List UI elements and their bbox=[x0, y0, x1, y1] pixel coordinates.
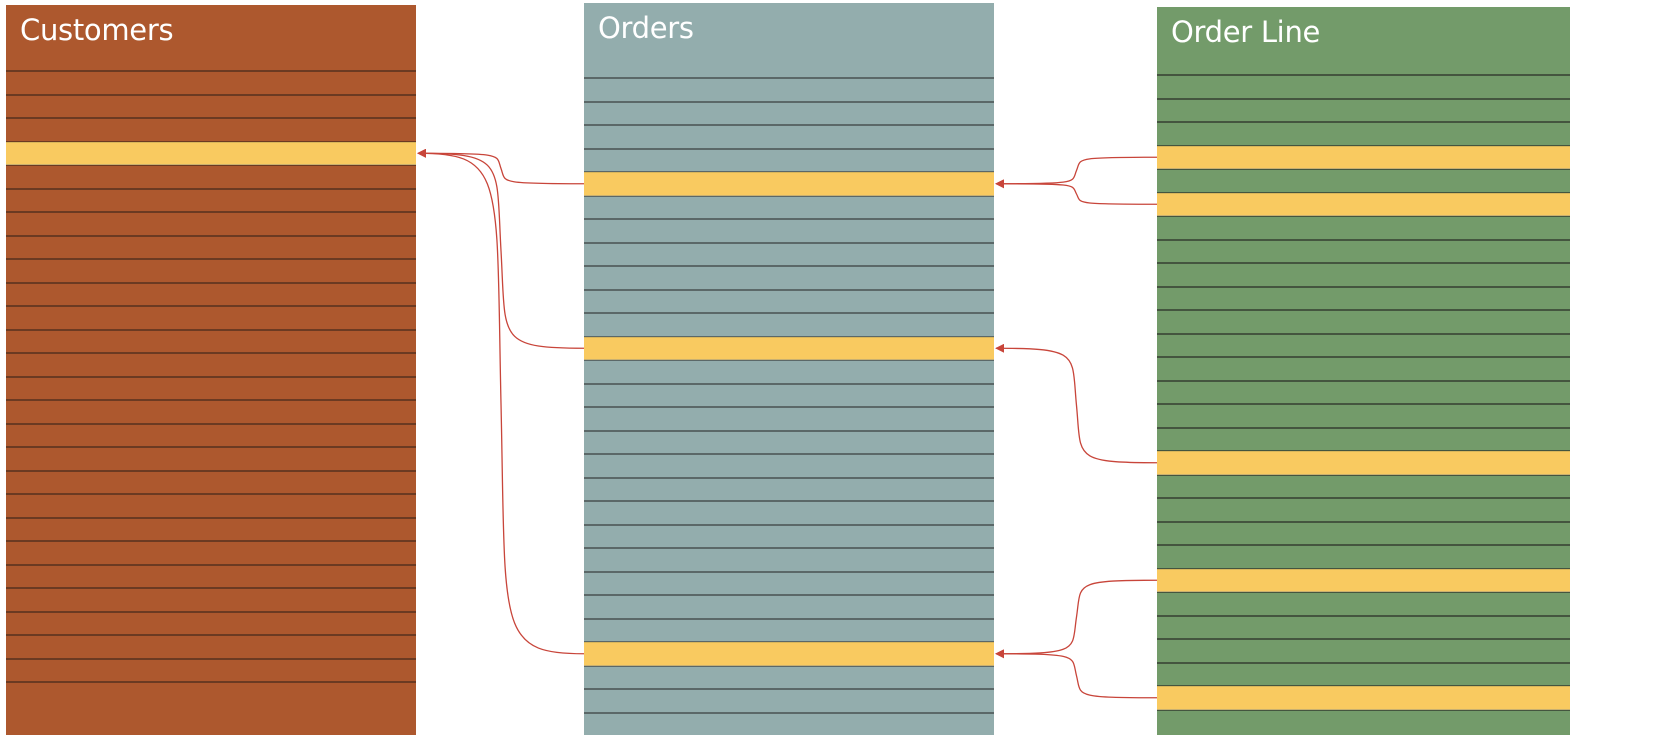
relationship-link-orderline-to-orders bbox=[995, 179, 1158, 205]
row-divider bbox=[1157, 473, 1570, 476]
highlighted-row[interactable] bbox=[6, 141, 416, 165]
row-divider bbox=[1157, 121, 1570, 123]
row-divider bbox=[1157, 614, 1570, 617]
row-divider bbox=[584, 194, 994, 197]
row-divider bbox=[6, 681, 416, 683]
row-divider bbox=[6, 117, 416, 119]
row-divider bbox=[6, 446, 416, 448]
row-divider bbox=[1157, 238, 1570, 241]
row-divider bbox=[1157, 97, 1570, 100]
row-divider bbox=[6, 258, 416, 260]
row-divider bbox=[1157, 544, 1570, 546]
row-divider bbox=[1157, 379, 1570, 382]
row-divider bbox=[584, 312, 994, 314]
highlighted-row[interactable] bbox=[1157, 686, 1570, 710]
row-divider bbox=[1157, 262, 1570, 264]
row-divider bbox=[584, 664, 994, 667]
row-divider bbox=[6, 305, 416, 307]
row-divider bbox=[1157, 168, 1570, 170]
row-divider bbox=[1157, 520, 1570, 523]
row-divider bbox=[584, 617, 994, 620]
row-divider bbox=[6, 516, 416, 519]
row-divider bbox=[6, 587, 416, 589]
row-divider bbox=[6, 352, 416, 354]
row-divider bbox=[1157, 403, 1570, 405]
highlighted-row[interactable] bbox=[584, 642, 994, 666]
relationship-link-orderline-to-orders bbox=[995, 343, 1158, 464]
relationship-link-orderline-to-orders bbox=[995, 156, 1158, 189]
row-divider bbox=[6, 234, 416, 237]
highlighted-row[interactable] bbox=[1157, 568, 1570, 592]
row-divider bbox=[6, 164, 416, 166]
order-line-table: Order Line bbox=[1157, 7, 1570, 735]
row-divider bbox=[584, 100, 994, 103]
relationship-link-orderline-to-orders bbox=[995, 649, 1158, 699]
row-divider bbox=[6, 540, 416, 542]
highlighted-row[interactable] bbox=[1157, 145, 1570, 169]
row-divider bbox=[584, 124, 994, 126]
row-divider bbox=[6, 634, 416, 636]
row-divider bbox=[1157, 661, 1570, 664]
row-divider bbox=[1157, 708, 1570, 711]
row-divider bbox=[584, 429, 994, 432]
row-divider bbox=[6, 657, 416, 660]
relationship-link-orderline-to-orders bbox=[995, 579, 1158, 659]
orders-table-title: Orders bbox=[598, 11, 694, 45]
row-divider bbox=[1157, 332, 1570, 335]
highlighted-row[interactable] bbox=[584, 336, 994, 360]
row-divider bbox=[6, 399, 416, 401]
row-divider bbox=[584, 476, 994, 479]
row-divider bbox=[584, 594, 994, 596]
row-divider bbox=[6, 375, 416, 378]
row-divider bbox=[6, 469, 416, 472]
row-divider bbox=[6, 70, 416, 72]
relationship-link-orders-to-customers bbox=[417, 148, 585, 349]
row-divider bbox=[584, 359, 994, 361]
row-divider bbox=[584, 288, 994, 291]
row-divider bbox=[584, 570, 994, 573]
row-divider bbox=[1157, 356, 1570, 358]
row-divider bbox=[584, 218, 994, 220]
row-divider bbox=[1157, 309, 1570, 311]
customers-table-title: Customers bbox=[20, 13, 174, 47]
orders-table: Orders bbox=[584, 3, 994, 735]
row-divider bbox=[584, 453, 994, 455]
highlighted-row[interactable] bbox=[1157, 451, 1570, 475]
row-divider bbox=[584, 523, 994, 526]
row-divider bbox=[584, 147, 994, 150]
row-divider bbox=[6, 328, 416, 331]
highlighted-row[interactable] bbox=[584, 172, 994, 196]
row-divider bbox=[1157, 426, 1570, 429]
row-divider bbox=[1157, 74, 1570, 76]
highlighted-row[interactable] bbox=[1157, 192, 1570, 216]
relationship-link-orders-to-customers bbox=[417, 148, 585, 185]
row-divider bbox=[584, 500, 994, 502]
row-divider bbox=[1157, 215, 1570, 217]
row-divider bbox=[584, 382, 994, 385]
row-divider bbox=[584, 77, 994, 79]
customers-table: Customers bbox=[6, 5, 416, 735]
row-divider bbox=[584, 265, 994, 267]
row-divider bbox=[584, 241, 994, 244]
row-divider bbox=[6, 187, 416, 190]
row-divider bbox=[6, 563, 416, 566]
row-divider bbox=[6, 493, 416, 495]
row-divider bbox=[584, 711, 994, 714]
row-divider bbox=[1157, 497, 1570, 499]
order-line-table-title: Order Line bbox=[1171, 15, 1321, 49]
relationship-link-orders-to-customers bbox=[417, 148, 585, 655]
row-divider bbox=[1157, 638, 1570, 640]
row-divider bbox=[584, 688, 994, 690]
row-divider bbox=[1157, 285, 1570, 288]
row-divider bbox=[6, 93, 416, 96]
row-divider bbox=[1157, 591, 1570, 593]
row-divider bbox=[6, 281, 416, 284]
row-divider bbox=[6, 422, 416, 425]
row-divider bbox=[6, 211, 416, 213]
row-divider bbox=[584, 547, 994, 549]
row-divider bbox=[6, 610, 416, 613]
row-divider bbox=[584, 406, 994, 408]
